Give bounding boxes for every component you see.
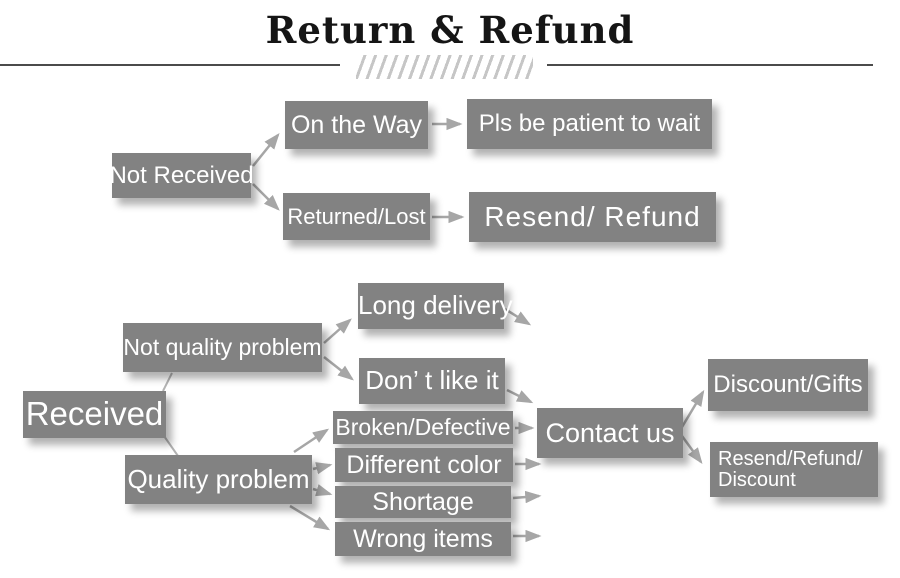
arrow-contactus-resendrefunddiscount [680, 435, 703, 465]
arrow-dontlikeit-contactus [506, 388, 534, 404]
line-received-notqualityproblem [162, 372, 173, 392]
node-discount-gifts: Discount/Gifts [708, 359, 868, 411]
arrow-contactus-discountgifts [680, 389, 705, 428]
node-resend-refund-discount: Resend/Refund/ Discount [710, 442, 878, 497]
node-resend-refund: Resend/ Refund [469, 192, 716, 242]
node-shortage: Shortage [335, 486, 511, 518]
page-title: Return & Refund [265, 8, 635, 52]
line-received-qualityproblem [163, 435, 179, 457]
node-received: Received [23, 391, 166, 438]
arrow-notreceived-ontheway [252, 133, 280, 167]
node-not-received: Not Received [109, 153, 254, 198]
node-contact-us: Contact us [537, 408, 683, 458]
header-rule-left [0, 64, 340, 66]
node-wrong-items: Wrong items [335, 522, 511, 556]
arrow-quality-wrongitems [289, 504, 331, 531]
node-quality-problem: Quality problem [125, 455, 312, 504]
arrow-notquality-longdelivery [323, 318, 352, 344]
arrow-notquality-dontlikeit [323, 356, 354, 381]
arrow-quality-brokendefective [293, 428, 330, 454]
node-on-the-way: On the Way [285, 101, 428, 149]
arrow-quality-differentcolor [312, 462, 333, 475]
node-pls-be-patient: Pls be patient to wait [467, 99, 712, 149]
node-broken-defective: Broken/Defective [333, 411, 513, 444]
arrow-shortage-out [512, 490, 542, 504]
node-not-quality-problem: Not quality problem [123, 323, 322, 372]
node-long-delivery: Long delivery [358, 283, 513, 329]
node-different-color: Different color [335, 448, 513, 482]
arrow-quality-shortage [312, 484, 333, 497]
node-resend-refund-discount-line2: Discount [718, 468, 796, 491]
arrow-notreceived-returnedlost [252, 183, 280, 211]
node-resend-refund-discount-line1: Resend/Refund/ [718, 447, 863, 470]
hatch-stripes-icon [356, 55, 533, 79]
node-dont-like-it: Don’ t like it [359, 358, 505, 404]
header-rule-right [547, 64, 873, 66]
node-returned-lost: Returned/Lost [283, 193, 430, 240]
